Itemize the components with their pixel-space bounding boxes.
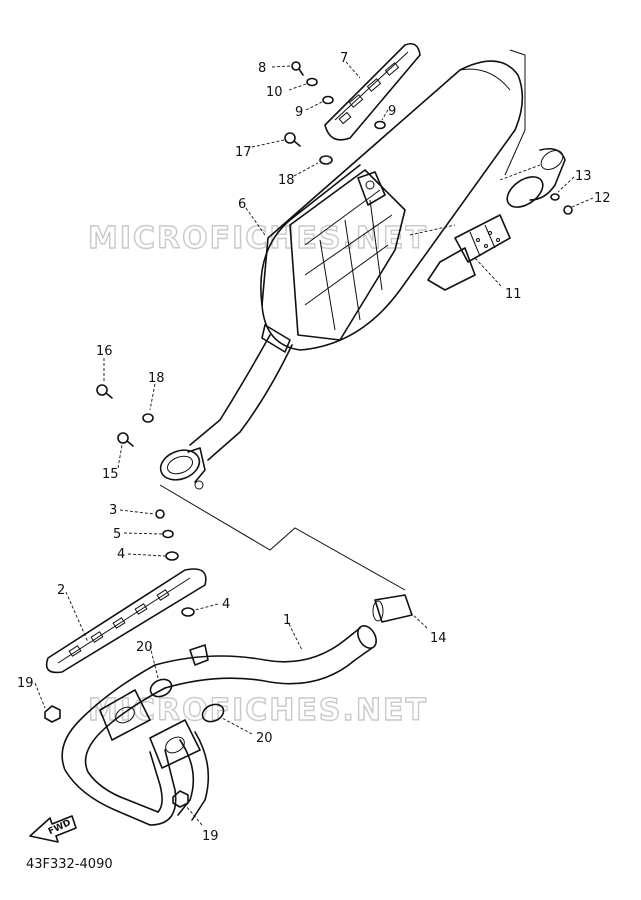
callout-9a: 9 (295, 105, 303, 120)
callout-1: 1 (283, 613, 291, 628)
callout-18a: 18 (278, 173, 295, 188)
pipe-protector (45, 568, 207, 674)
callout-20a: 20 (136, 640, 153, 655)
fasteners-mid (155, 509, 195, 617)
exhaust-pipe (61, 625, 377, 826)
gasket-joint (372, 594, 413, 623)
gasket-lower (201, 703, 225, 723)
callout-labels: 8 10 9 9 7 17 18 6 13 12 11 16 18 15 3 5… (17, 51, 611, 844)
callout-20b: 20 (256, 731, 273, 746)
muffler (159, 49, 526, 490)
callout-19b: 19 (202, 829, 219, 844)
callout-3: 3 (109, 503, 117, 518)
callout-14: 14 (430, 631, 447, 646)
callout-11: 11 (505, 287, 522, 302)
spark-arrester (409, 147, 566, 291)
leader-lines (34, 61, 594, 826)
callout-15: 15 (102, 467, 119, 482)
callout-4a: 4 (117, 547, 125, 562)
callout-4b: 4 (222, 597, 230, 612)
assembly-guide (159, 484, 406, 591)
callout-13: 13 (575, 169, 592, 184)
nut-upper (44, 705, 61, 723)
callout-9b: 9 (388, 104, 396, 119)
fasteners-top (96, 61, 573, 447)
watermark-top: MICROFICHES.NET (88, 221, 428, 256)
callout-19a: 19 (17, 676, 34, 691)
callout-7: 7 (340, 51, 348, 66)
fwd-arrow-icon: FWD (29, 815, 77, 843)
callout-5: 5 (113, 527, 121, 542)
callout-17: 17 (235, 145, 252, 160)
callout-18b: 18 (148, 371, 165, 386)
muffler-protector (324, 42, 421, 141)
callout-2: 2 (57, 583, 65, 598)
gasket-upper (149, 678, 173, 698)
callout-6: 6 (238, 197, 246, 212)
diagram-code: 43F332-4090 (26, 857, 113, 872)
callout-10: 10 (266, 85, 283, 100)
callout-8: 8 (258, 61, 266, 76)
callout-16: 16 (96, 344, 113, 359)
callout-12: 12 (594, 191, 611, 206)
nut-lower (172, 790, 189, 808)
